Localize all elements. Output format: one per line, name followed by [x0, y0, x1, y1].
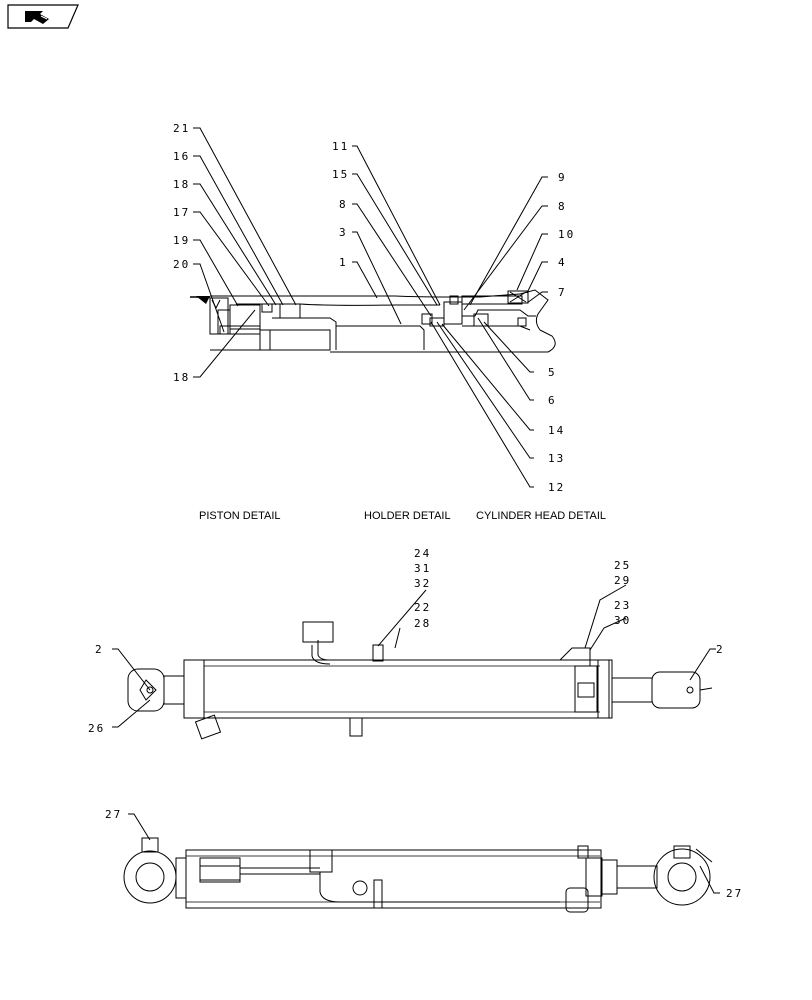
- callout-2-left: 2: [95, 643, 104, 656]
- cylinder-side-view: [127, 621, 713, 740]
- callout-10: 10: [558, 228, 575, 241]
- callout-24: 24: [414, 547, 431, 560]
- cylinder-top-view: [123, 837, 713, 913]
- callout-18: 18: [173, 178, 190, 191]
- detail-leader-lines: [193, 127, 548, 488]
- callout-22: 22: [414, 601, 431, 614]
- callout-12: 12: [548, 481, 565, 494]
- callout-6: 6: [548, 394, 557, 407]
- callout-9: 9: [558, 171, 567, 184]
- sectional-detail-drawing: [190, 289, 556, 353]
- callout-23: 23: [614, 599, 631, 612]
- callout-2-right: 2: [716, 643, 725, 656]
- callout-5: 5: [548, 366, 557, 379]
- callout-30: 30: [614, 614, 631, 627]
- callout-1: 1: [339, 256, 348, 269]
- side-view-callouts: 2 26 24 31 32 22 28 25 29 23 30 2: [88, 547, 725, 735]
- side-view-leader-lines: [112, 584, 716, 728]
- callout-8: 8: [339, 198, 348, 211]
- callout-31: 31: [414, 562, 431, 575]
- callout-27-right: 27: [726, 887, 743, 900]
- callout-15: 15: [332, 168, 349, 181]
- callout-8-right: 8: [558, 200, 567, 213]
- callout-3: 3: [339, 226, 348, 239]
- callout-17: 17: [173, 206, 190, 219]
- callout-18-lower: 18: [173, 371, 190, 384]
- callout-26: 26: [88, 722, 105, 735]
- callout-29: 29: [614, 574, 631, 587]
- callout-14: 14: [548, 424, 565, 437]
- callout-21: 21: [173, 122, 190, 135]
- caption-piston-detail: PISTON DETAIL: [199, 510, 281, 522]
- callout-28: 28: [414, 617, 431, 630]
- back-arrow-icon: [25, 11, 49, 24]
- callout-16: 16: [173, 150, 190, 163]
- callout-25: 25: [614, 559, 631, 572]
- top-view-callouts: 27 27: [105, 808, 743, 900]
- detail-callouts: 21 16 18 17 19 20 18 11 15 8 3 1 9 8 10 …: [173, 122, 575, 494]
- caption-cylinder-head-detail: CYLINDER HEAD DETAIL: [476, 510, 606, 522]
- nav-back-button[interactable]: [7, 4, 79, 29]
- callout-27-left: 27: [105, 808, 122, 821]
- callout-11: 11: [332, 140, 349, 153]
- top-view-leader-lines: [128, 813, 720, 894]
- callout-4: 4: [558, 256, 567, 269]
- callout-32: 32: [414, 577, 431, 590]
- callout-19: 19: [173, 234, 190, 247]
- callout-7: 7: [558, 286, 567, 299]
- caption-holder-detail: HOLDER DETAIL: [364, 510, 451, 522]
- callout-13: 13: [548, 452, 565, 465]
- callout-20: 20: [173, 258, 190, 271]
